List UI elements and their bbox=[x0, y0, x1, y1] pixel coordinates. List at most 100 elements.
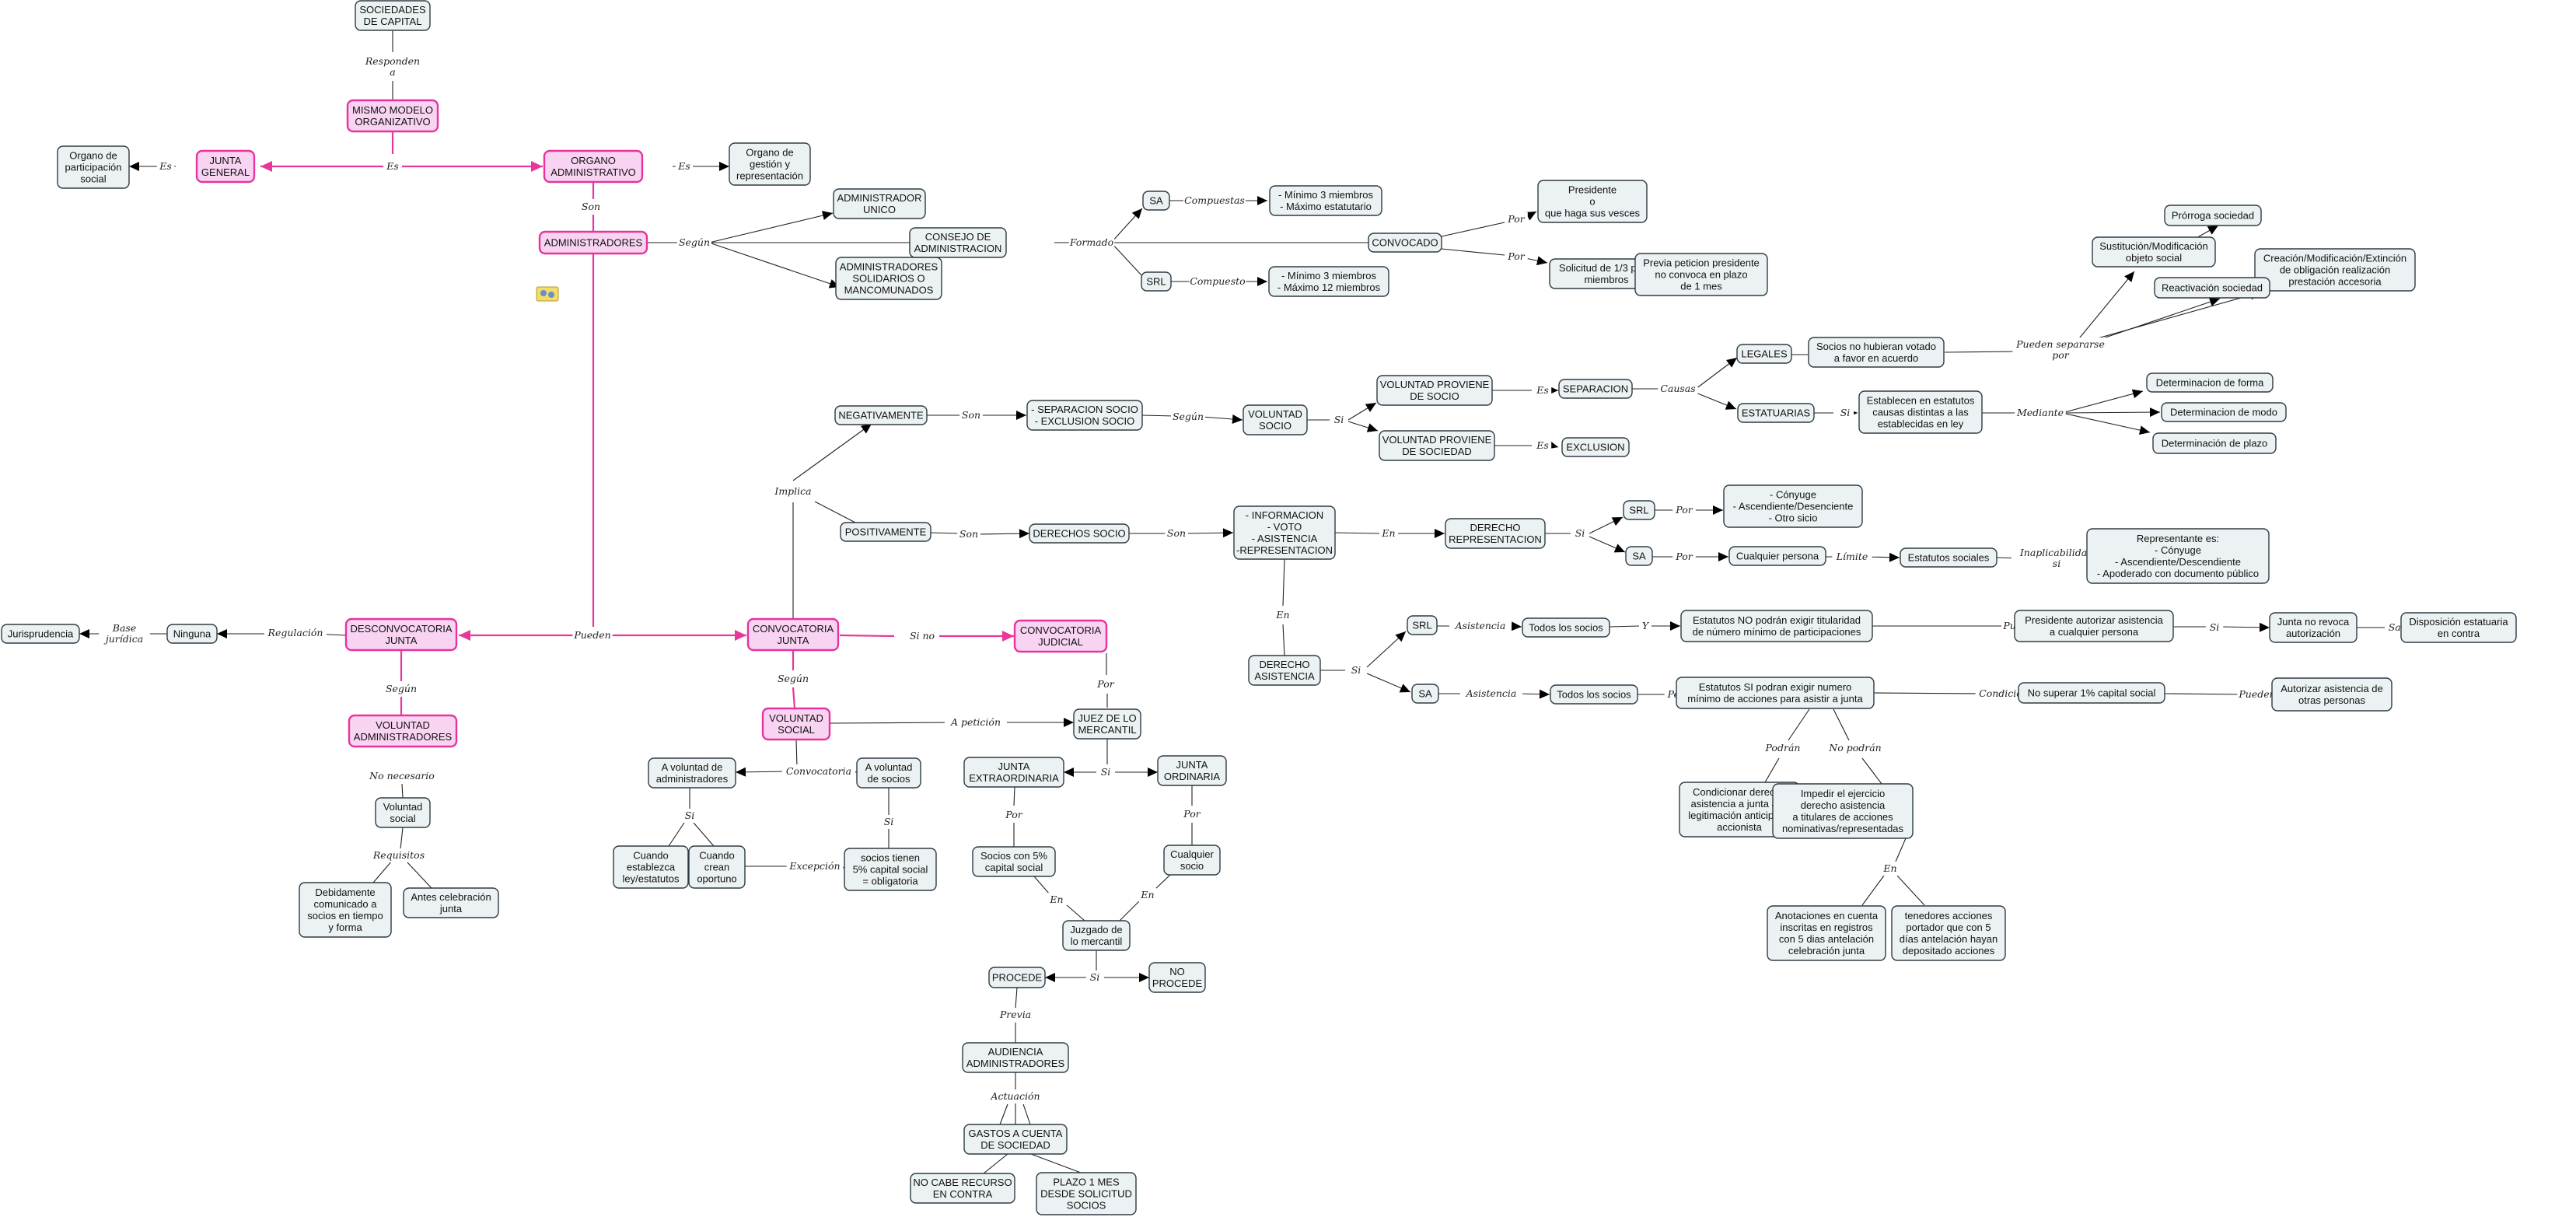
node-det-modo[interactable]: Determinacion de modo bbox=[2161, 402, 2287, 422]
node-representante[interactable]: Representante es:- Cónyuge- Ascendiente/… bbox=[2086, 528, 2270, 584]
node-estatutos-si[interactable]: Estatutos SI podran exigir numeromínimo … bbox=[1676, 677, 1875, 709]
node-min3-max-est[interactable]: - Mínimo 3 miembros- Máximo estatutario bbox=[1269, 185, 1382, 216]
node-sa3[interactable]: SA bbox=[1411, 684, 1439, 704]
node-text: participación bbox=[65, 162, 122, 173]
connector-line bbox=[2083, 292, 2261, 343]
node-min3-max12[interactable]: - Mínimo 3 miembros- Máximo 12 miembros bbox=[1268, 266, 1389, 297]
node-sa2[interactable]: SA bbox=[1625, 546, 1653, 566]
node-exclusion[interactable]: EXCLUSION bbox=[1561, 437, 1630, 457]
node-text: representación bbox=[736, 170, 803, 182]
node-det-plazo[interactable]: Determinación de plazo bbox=[2152, 432, 2277, 454]
node-estatutos-sociales[interactable]: Estatutos sociales bbox=[1900, 547, 1998, 568]
connector-line bbox=[1609, 625, 1640, 628]
node-text: CONSEJO DE bbox=[925, 231, 991, 243]
node-sep-excl[interactable]: - SEPARACION SOCIO- EXCLUSION SOCIO bbox=[1026, 400, 1143, 431]
node-positivamente[interactable]: POSITIVAMENTE bbox=[840, 522, 931, 542]
node-srl2[interactable]: SRL bbox=[1623, 500, 1655, 520]
node-text: a titulares de acciones bbox=[1792, 811, 1893, 823]
link-label: Es bbox=[1533, 383, 1552, 397]
node-todos-socios2[interactable]: Todos los socios bbox=[1550, 684, 1638, 705]
node-separacion[interactable]: SEPARACION bbox=[1558, 379, 1633, 399]
link-label-text: Si bbox=[1334, 414, 1344, 425]
node-administradores[interactable]: ADMINISTRADORES bbox=[538, 230, 648, 255]
node-estatuarias[interactable]: ESTATUARIAS bbox=[1737, 403, 1815, 423]
node-det-forma[interactable]: Determinacion de forma bbox=[2146, 372, 2274, 393]
node-srl1[interactable]: SRL bbox=[1141, 271, 1172, 292]
node-srl3[interactable]: SRL bbox=[1407, 615, 1438, 635]
node-jurisprudencia[interactable]: Jurisprudencia bbox=[1, 624, 80, 644]
node-legales[interactable]: LEGALES bbox=[1736, 344, 1792, 364]
node-estatutos-no[interactable]: Estatutos NO podrán exigir titularidadde… bbox=[1680, 610, 1873, 642]
node-ninguna[interactable]: Ninguna bbox=[166, 624, 218, 644]
node-cualquier-persona[interactable]: Cualquier persona bbox=[1728, 546, 1826, 566]
connector-line bbox=[829, 722, 956, 724]
node-reactivacion[interactable]: Reactivación sociedad bbox=[2154, 277, 2270, 299]
node-conyuge[interactable]: - Cónyuge- Ascendiente/Desenciente- Otro… bbox=[1723, 484, 1863, 528]
node-no-superar[interactable]: No superar 1% capital social bbox=[2018, 682, 2165, 704]
node-convocado[interactable]: CONVOCADO bbox=[1368, 233, 1442, 253]
node-informacion[interactable]: - INFORMACION- VOTO- ASISTENCIA-REPRESEN… bbox=[1233, 505, 1336, 560]
node-todos-socios1[interactable]: Todos los socios bbox=[1522, 617, 1610, 638]
node-procede[interactable]: PROCEDE bbox=[988, 967, 1046, 988]
link-label-text: Según bbox=[679, 236, 710, 248]
node-sa1[interactable]: SA bbox=[1142, 191, 1170, 211]
node-prorroga[interactable]: Prórroga sociedad bbox=[2164, 205, 2262, 226]
link-label-text: Regulación bbox=[267, 627, 323, 638]
node-negativamente[interactable]: NEGATIVAMENTE bbox=[834, 405, 928, 425]
node-socios-5[interactable]: Socios con 5%capital social bbox=[972, 846, 1056, 877]
node-derechos-socio[interactable]: DERECHOS SOCIO bbox=[1029, 523, 1130, 544]
